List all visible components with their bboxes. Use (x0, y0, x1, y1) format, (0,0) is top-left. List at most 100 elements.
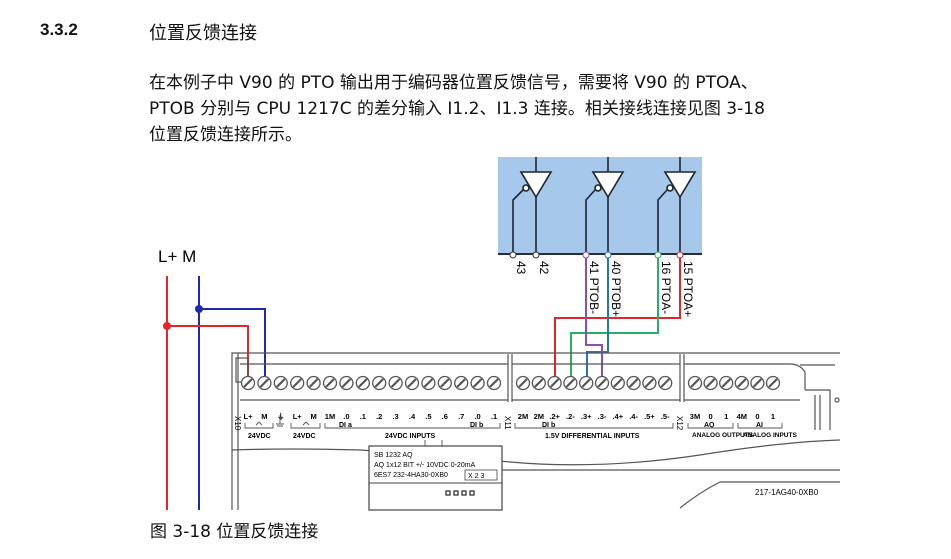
sb-led-icons (445, 490, 475, 496)
terminal-label: .5- (661, 412, 670, 421)
terminal-label: ⏚ (277, 412, 285, 421)
screw-slot (644, 378, 655, 388)
signal-board: SB 1232 AQ AQ 1x12 BIT +/- 10VDC 0-20mA … (368, 440, 503, 511)
terminal-label: .0 (343, 412, 349, 421)
analog-inputs-label: ANALOG INPUTS (743, 432, 797, 439)
screw-slot (518, 378, 528, 388)
screw-slot (325, 378, 335, 388)
terminal-42 (532, 251, 540, 259)
m-branch-wire (199, 308, 266, 383)
terminal-label: .4- (629, 412, 638, 421)
screw-slot (752, 378, 763, 388)
power-label: L+ M (158, 247, 196, 266)
terminal-40 (604, 251, 612, 259)
terminal-label: 0 (709, 412, 713, 421)
screw-slot (292, 378, 302, 388)
screw-slot (423, 378, 434, 388)
drive-label: 41 PTOB- (587, 261, 601, 314)
screw-slot (472, 378, 483, 388)
terminal-label: 1 (771, 412, 775, 421)
terminal-label: .5 (425, 412, 431, 421)
terminal-label: 2M (534, 412, 544, 421)
x11-group: DI b (542, 422, 555, 429)
terminal-label: L+ (293, 412, 303, 421)
terminal-label: .3+ (581, 412, 592, 421)
screw-slot (549, 378, 560, 388)
terminal-label: 0 (755, 412, 759, 421)
terminal-label: .3 (392, 412, 398, 421)
terminal-label: .7 (458, 412, 464, 421)
screw-slot (768, 378, 778, 388)
line-driver-icon (657, 157, 697, 254)
x11-screw-terminals (515, 375, 673, 391)
screw-slot (690, 378, 700, 388)
ptoa-minus-wire (570, 258, 659, 383)
screw-slot (660, 378, 670, 388)
screw-slot (705, 378, 716, 388)
line-driver-icon (585, 157, 625, 254)
figure-caption: 图 3-18 位置反馈连接 (150, 522, 319, 542)
terminal-label: .2- (566, 412, 575, 421)
screw-slot (456, 378, 466, 388)
terminal-label: .1 (360, 412, 366, 421)
terminal-label: 1M (325, 412, 335, 421)
x12-connector-label: X12 (675, 416, 684, 431)
x11-terminal-labels: 2M 2M .2+ .2- .3+ .3- .4+ .4- .5+ .5- (518, 412, 670, 421)
x10-inputs-label: 24VDC INPUTS (385, 433, 436, 440)
order-number: 217-1AG40-0XB0 (755, 488, 819, 497)
body-paragraph: 在本例子中 V90 的 PTO 输出用于编码器位置反馈信号，需要将 V90 的 … (149, 70, 869, 148)
screw-slot (534, 378, 544, 388)
terminal-label: .3- (598, 412, 607, 421)
screw-slot (390, 378, 401, 388)
screw-slot (597, 378, 607, 388)
x10-group-a: DI a (339, 422, 352, 429)
x11-inputs-label: 1.5V DIFFERENTIAL INPUTS (545, 433, 640, 440)
terminal-label: M (261, 412, 267, 421)
terminal-label: M (310, 412, 316, 421)
terminal-label: .5+ (644, 412, 655, 421)
terminal-label: 4M (737, 412, 747, 421)
screw-slot (628, 378, 639, 388)
paragraph-line: PTOB 分别与 CPU 1217C 的差分输入 I1.2、I1.3 连接。相关… (149, 99, 765, 119)
sb-badge: X 2 3 (468, 473, 484, 480)
screw-slot (737, 378, 747, 388)
section-number: 3.3.2 (40, 20, 78, 39)
aq-label: AQ (704, 422, 715, 429)
screw-slot (407, 378, 417, 388)
screw-slot (565, 378, 576, 388)
drive-label: 15 PTOA+ (681, 261, 695, 317)
analog-outputs-label: ANALOG OUTPUTS (692, 432, 754, 439)
drive-label: 40 PTOB+ (609, 261, 623, 317)
screw-slot (259, 378, 270, 388)
terminal-43 (509, 251, 517, 259)
sb-line1: SB 1232 AQ (374, 452, 413, 459)
terminal-label: .4+ (612, 412, 623, 421)
terminal-label: .1 (491, 412, 497, 421)
sb-line2: AQ 1x12 BIT +/- 10VDC 0-20mA (374, 462, 476, 469)
screw-slot (341, 378, 352, 388)
x12-screw-terminals (687, 375, 781, 391)
terminal-label: .2 (376, 412, 382, 421)
screw-slot (613, 378, 623, 388)
terminal-label: 2M (518, 412, 528, 421)
x10-24vdc-1: 24VDC (248, 433, 271, 440)
drive-label: 16 PTOA- (659, 261, 673, 314)
screw-slot (581, 378, 591, 388)
ptob-plus-wire (586, 258, 609, 383)
terminal-label: .4 (409, 412, 416, 421)
section-title: 位置反馈连接 (149, 23, 257, 44)
terminal-16 (654, 251, 662, 259)
plc-cpu-body (231, 352, 841, 510)
x10-24vdc-2: 24VDC (293, 433, 316, 440)
terminal-label: L+ (244, 412, 254, 421)
paragraph-line: 在本例子中 V90 的 PTO 输出用于编码器位置反馈信号，需要将 V90 的 … (149, 73, 758, 93)
screw-slot (358, 378, 368, 388)
x10-group-b: DI b (470, 422, 483, 429)
terminal-label: .0 (474, 412, 480, 421)
ptoa-plus-wire (554, 258, 681, 383)
terminal-label: 1 (724, 412, 728, 421)
terminal-label: .2+ (549, 412, 560, 421)
x10-connector-label: X10 (233, 416, 242, 431)
